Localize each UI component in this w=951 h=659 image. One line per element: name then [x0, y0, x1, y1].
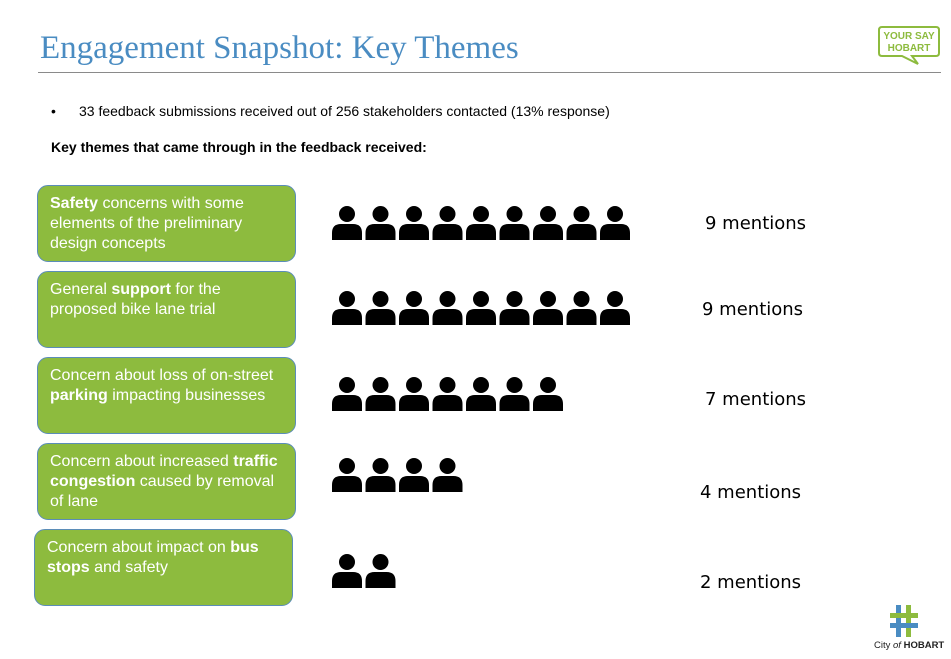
- person-icon: [399, 377, 429, 411]
- person-icon: [466, 206, 496, 240]
- theme-keyword: traffic congestion: [50, 453, 278, 490]
- mentions-label-parking: 7 mentions: [705, 389, 807, 410]
- person-icon: [399, 291, 429, 325]
- theme-text: Concern about impact on: [47, 539, 231, 556]
- response-summary-text: 33 feedback submissions received out of …: [79, 103, 610, 119]
- person-icon: [533, 291, 563, 325]
- person-icon: [499, 377, 530, 411]
- person-icon: [566, 206, 597, 240]
- theme-keyword: bus stops: [47, 539, 259, 576]
- person-icon: [365, 554, 396, 588]
- response-summary-bullet: • 33 feedback submissions received out of…: [51, 103, 610, 119]
- person-icon: [365, 458, 396, 492]
- mentions-label-congestion: 4 mentions: [700, 482, 802, 503]
- person-icon: [365, 206, 396, 240]
- city-of-hobart-wordmark: City of HOBART: [874, 640, 945, 651]
- theme-box-congestion: Concern about increased traffic congesti…: [37, 443, 296, 520]
- theme-box-bus-stops: Concern about impact on bus stops and sa…: [34, 529, 293, 606]
- people-row-congestion: [332, 458, 463, 492]
- city-of-hobart-mark-icon: [890, 605, 918, 637]
- person-icon: [432, 377, 463, 411]
- person-icon: [499, 291, 530, 325]
- theme-text: impacting businesses: [107, 387, 266, 404]
- svg-text:YOUR SAY: YOUR SAY: [883, 31, 935, 42]
- theme-text: General: [50, 281, 112, 298]
- title-divider: [38, 72, 941, 73]
- person-icon: [466, 377, 496, 411]
- person-icon: [332, 377, 362, 411]
- people-row-support: [332, 291, 630, 325]
- theme-keyword: Safety: [50, 195, 99, 212]
- person-icon: [332, 206, 362, 240]
- theme-text: Concern about loss of on-street: [50, 367, 274, 384]
- mentions-label-safety: 9 mentions: [705, 213, 807, 234]
- person-icon: [365, 377, 396, 411]
- people-row-safety: [332, 206, 630, 240]
- person-icon: [466, 291, 496, 325]
- person-icon: [332, 291, 362, 325]
- person-icon: [566, 291, 597, 325]
- theme-text: for the proposed bike lane trial: [50, 281, 221, 318]
- theme-text: caused by removal of lane: [50, 473, 275, 510]
- theme-keyword: support: [111, 281, 171, 298]
- person-icon: [399, 458, 429, 492]
- mentions-label-support: 9 mentions: [702, 299, 804, 320]
- person-icon: [365, 291, 396, 325]
- person-icon: [432, 458, 463, 492]
- person-icon: [533, 377, 563, 411]
- people-row-parking: [332, 377, 563, 411]
- theme-box-parking: Concern about loss of on-street parking …: [37, 357, 296, 434]
- mentions-label-bus-stops: 2 mentions: [700, 572, 802, 593]
- theme-keyword: parking: [50, 387, 108, 404]
- person-icon: [332, 554, 362, 588]
- person-icon: [432, 291, 463, 325]
- person-icon: [600, 291, 630, 325]
- city-of-hobart-logo: City of HOBART: [870, 603, 945, 653]
- bullet-dot: •: [51, 103, 56, 119]
- svg-text:HOBART: HOBART: [888, 43, 931, 54]
- theme-text: and safety: [89, 559, 168, 576]
- person-icon: [499, 206, 530, 240]
- theme-box-support: General support for the proposed bike la…: [37, 271, 296, 348]
- person-icon: [600, 206, 630, 240]
- person-icon: [432, 206, 463, 240]
- theme-text: concerns with some elements of the preli…: [50, 195, 244, 252]
- key-themes-heading: Key themes that came through in the feed…: [51, 139, 427, 155]
- person-icon: [533, 206, 563, 240]
- theme-box-safety: Safety concerns with some elements of th…: [37, 185, 296, 262]
- slide-title: Engagement Snapshot: Key Themes: [40, 30, 519, 66]
- theme-text: Concern about increased: [50, 453, 234, 470]
- people-row-bus-stops: [332, 554, 396, 588]
- person-icon: [399, 206, 429, 240]
- your-say-hobart-logo: YOUR SAY HOBART: [878, 26, 940, 65]
- person-icon: [332, 458, 362, 492]
